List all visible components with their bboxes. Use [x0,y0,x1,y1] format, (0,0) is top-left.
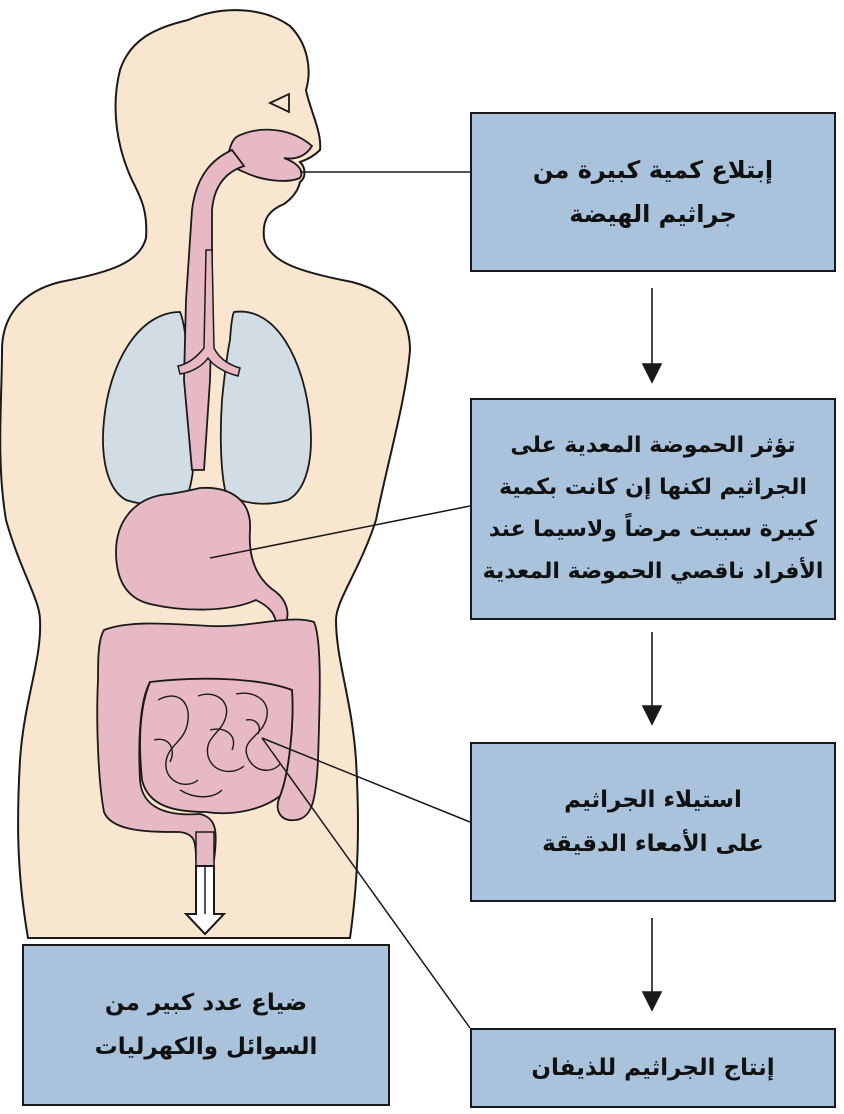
ingestion-box: إبتلاع كمية كبيرة من جراثيم الهيضة [470,112,836,272]
small-intestine [139,677,294,815]
stomach-acid-text: تؤثر الحموضة المعدية على الجراثيم لكنها … [482,433,824,584]
fluid-loss-text: ضياع عدد كبير من السوائل والكهرليات [94,990,318,1060]
ingestion-text: إبتلاع كمية كبيرة من جراثيم الهيضة [532,156,774,228]
connector-lines [209,171,471,1029]
arrow-2-head [641,705,663,726]
small-intestine-coils [153,692,281,798]
connector-intestine-colonization [261,737,471,823]
oral-cavity [227,128,314,182]
colonization-text: استيلاء الجراثيم على الأمعاء الدقيقة [542,787,764,857]
toxin-production-text: إنتاج الجراثيم للذيفان [531,1055,775,1081]
arrow-3-head [641,991,663,1012]
toxin-production-box: إنتاج الجراثيم للذيفان [470,1028,836,1108]
stomach [115,486,289,623]
stomach-acid-box: تؤثر الحموضة المعدية على الجراثيم لكنها … [470,398,836,620]
connector-stomach [209,505,471,559]
colonization-box: استيلاء الجراثيم على الأمعاء الدقيقة [470,742,836,902]
eye-icon [267,92,290,114]
trachea [177,249,241,377]
flow-arrows [641,288,663,1012]
rectum [195,831,215,867]
connector-intestine-toxin [261,737,471,1029]
arrow-1-head [641,363,663,384]
esophagus [183,148,246,471]
fluid-loss-box: ضياع عدد كبير من السوائل والكهرليات [22,944,390,1106]
